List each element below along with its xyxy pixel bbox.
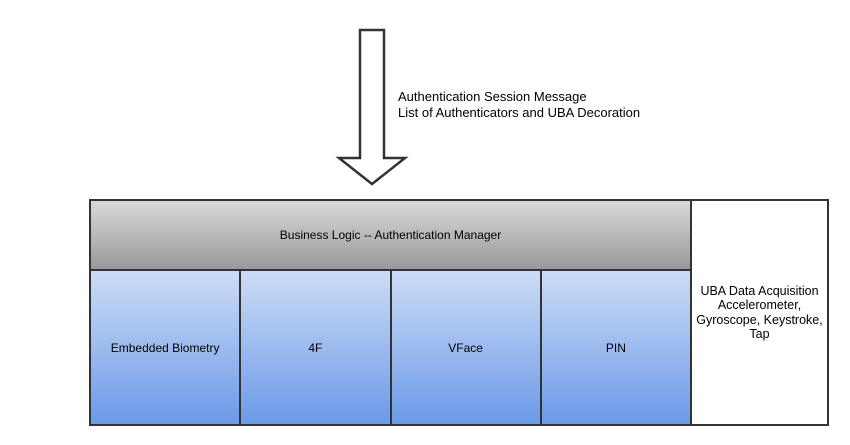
uba-line-3: Gyroscope, Keystroke,: [696, 312, 823, 327]
annotation-line-2: List of Authenticators and UBA Decoratio…: [398, 104, 641, 120]
authenticator-box-pin: PIN: [541, 271, 690, 424]
authenticator-label: VFace: [448, 340, 483, 355]
arrow-annotation: Authentication Session Message List of A…: [398, 89, 640, 120]
uba-line-4: Tap: [749, 327, 770, 341]
annotation-line-1: Authentication Session Message: [398, 89, 587, 104]
business-logic-section: Business Logic -- Authentication Manager…: [91, 201, 692, 424]
down-arrow-shape: [335, 28, 409, 186]
business-logic-label: Business Logic -- Authentication Manager: [279, 228, 502, 242]
authenticator-row: Embedded Biometry 4F VFace PIN: [91, 271, 690, 424]
uba-data-acquisition-box: UBA Data Acquisition Accelerometer, Gyro…: [692, 201, 827, 424]
authenticator-box-vface: VFace: [391, 271, 542, 424]
authenticator-label: 4F: [308, 340, 323, 355]
authenticator-box-embedded-biometry: Embedded Biometry: [91, 271, 242, 424]
uba-line-2: Accelerometer,: [717, 298, 802, 312]
authenticator-label: PIN: [605, 340, 626, 355]
business-logic-box: Business Logic -- Authentication Manager: [91, 201, 690, 271]
authenticator-label: Embedded Biometry: [110, 340, 220, 355]
uba-line-1: UBA Data Acquisition: [700, 283, 819, 298]
authentication-diagram: Business Logic -- Authentication Manager…: [89, 199, 829, 426]
authenticator-box-4f: 4F: [241, 271, 392, 424]
